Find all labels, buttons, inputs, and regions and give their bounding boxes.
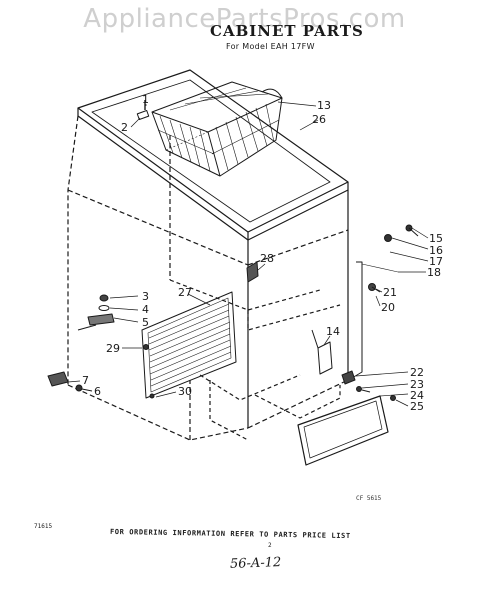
callout-7: 7 bbox=[82, 374, 89, 387]
handwritten-note: 56-A-12 bbox=[229, 555, 282, 572]
callout-27: 27 bbox=[178, 286, 192, 299]
wire-basket bbox=[151, 81, 283, 177]
callout-14: 14 bbox=[326, 325, 340, 338]
watermark: AppliancePartsPros.com bbox=[83, 4, 406, 34]
callout-29: 29 bbox=[106, 342, 120, 355]
condenser-grille bbox=[141, 291, 237, 399]
callout-15: 15 bbox=[429, 232, 443, 245]
lid-frame bbox=[77, 69, 349, 241]
callout-labels: 13 26 2 1 28 15 16 17 18 3 27 4 5 21 20 … bbox=[82, 93, 443, 502]
callout-4: 4 bbox=[142, 303, 149, 316]
access-cover bbox=[297, 395, 389, 466]
callout-2: 2 bbox=[121, 121, 128, 134]
diagram-title: CABINET PARTS bbox=[210, 22, 364, 40]
callout-21: 21 bbox=[383, 286, 397, 299]
hinge-bracket bbox=[311, 329, 333, 375]
figure-code: CF 5615 bbox=[356, 495, 382, 502]
callout-25: 25 bbox=[410, 400, 424, 413]
callout-16: 16 bbox=[429, 244, 443, 257]
callout-1: 1 bbox=[142, 93, 149, 106]
callout-20: 20 bbox=[381, 301, 395, 314]
callout-5: 5 bbox=[142, 316, 149, 329]
callout-3: 3 bbox=[142, 290, 149, 303]
callout-22: 22 bbox=[410, 366, 424, 379]
drain-tube-assembly bbox=[351, 261, 399, 379]
callout-13: 13 bbox=[317, 99, 331, 112]
page-number: 2 bbox=[268, 542, 272, 549]
callout-24: 24 bbox=[410, 389, 424, 402]
callout-17: 17 bbox=[429, 255, 443, 268]
leader-lines bbox=[67, 101, 429, 407]
callout-6: 6 bbox=[94, 385, 101, 398]
callout-26: 26 bbox=[312, 113, 326, 126]
callout-18: 18 bbox=[427, 266, 441, 279]
hardware bbox=[47, 100, 419, 401]
diagram-subtitle: For Model EAH 17FW bbox=[226, 42, 315, 51]
callout-28: 28 bbox=[260, 252, 274, 265]
left-page-code: 71615 bbox=[34, 523, 53, 530]
callout-23: 23 bbox=[410, 378, 424, 391]
callout-30: 30 bbox=[178, 385, 192, 398]
